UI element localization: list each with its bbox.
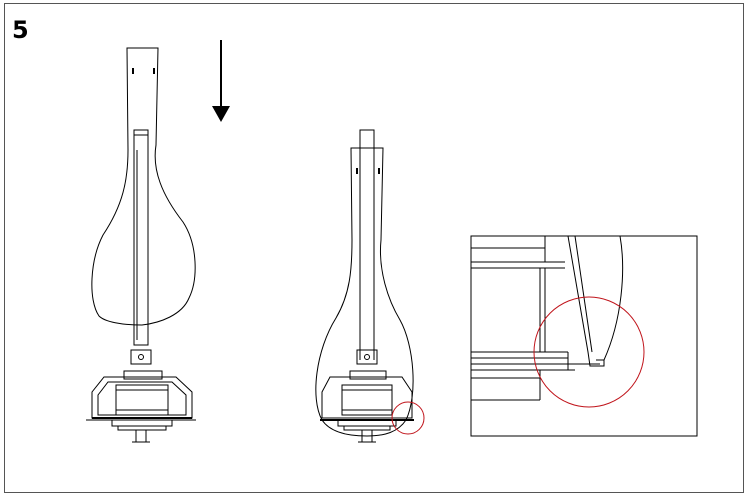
detail-inset: [470, 235, 698, 437]
down-arrow-icon: [212, 40, 230, 122]
downrod-middle: [359, 129, 375, 360]
lamp-shade-seated: [315, 147, 414, 437]
lamp-shade-lifted: [91, 47, 196, 326]
fan-motor-left: [86, 370, 196, 443]
downrod-left: [130, 129, 152, 365]
detail-callout-circle: [391, 401, 425, 435]
step-number: 5: [12, 16, 29, 44]
detail-highlight-circle: [533, 296, 645, 408]
fan-motor-middle: [320, 349, 414, 443]
